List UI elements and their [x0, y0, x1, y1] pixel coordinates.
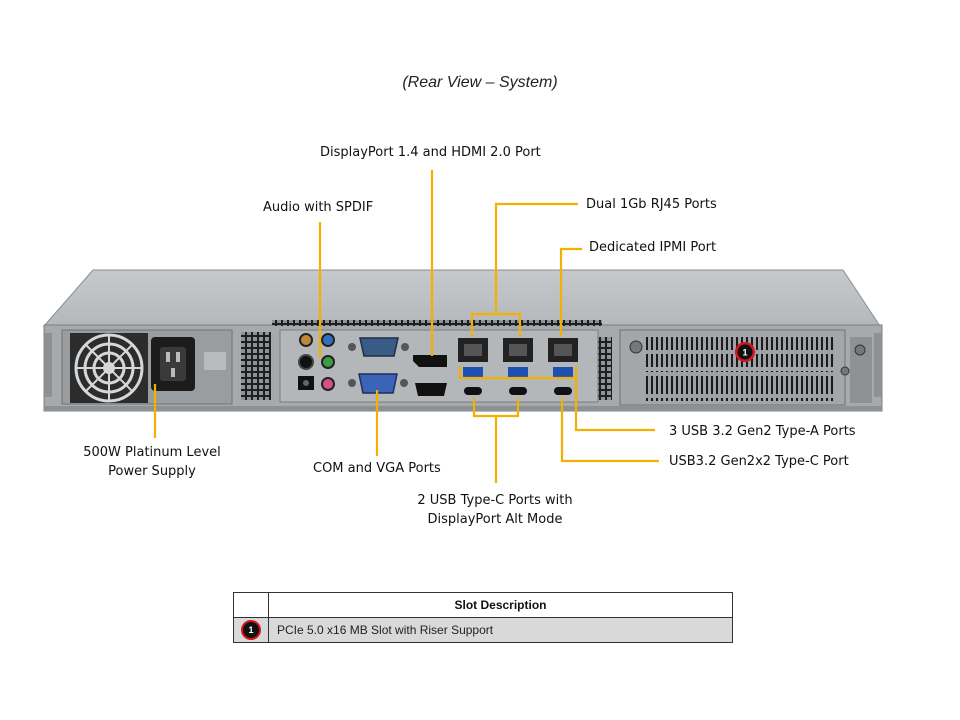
label-psu-line1: 500W Platinum Level: [83, 445, 221, 460]
label-ipmi: Dedicated IPMI Port: [589, 240, 717, 255]
label-displayport-hdmi: DisplayPort 1.4 and HDMI 2.0 Port: [320, 145, 541, 160]
usb-typea-ports: [463, 367, 573, 379]
table-cell-num: 1: [233, 617, 269, 643]
chassis-top: [42, 269, 881, 327]
displayport-port: [413, 355, 447, 367]
usb-typec-ports: [464, 387, 572, 395]
view-title: (Rear View – System): [402, 74, 558, 91]
table-row: 1 PCIe 5.0 x16 MB Slot with Riser Suppor…: [233, 617, 733, 643]
label-usb-typec-dp: 2 USB Type-C Ports with DisplayPort Alt …: [400, 491, 590, 529]
vent-grille: [241, 332, 271, 400]
slot-marker-badge: 1: [735, 342, 755, 362]
com-port: [348, 337, 409, 357]
psu-fan-grille: [70, 333, 148, 403]
label-usb-typec-2x2: USB3.2 Gen2x2 Type-C Port: [669, 454, 849, 469]
pcie-slot-grille: [646, 371, 834, 401]
label-usb-typea: 3 USB 3.2 Gen2 Type-A Ports: [669, 424, 856, 439]
label-com-vga: COM and VGA Ports: [313, 461, 441, 476]
slot-description-table: Slot Description 1 PCIe 5.0 x16 MB Slot …: [233, 592, 733, 643]
vga-port: [348, 373, 408, 394]
svg-text:1: 1: [742, 348, 747, 358]
callout-lines: [153, 170, 659, 483]
label-usb-typec-dp-line1: 2 USB Type-C Ports with: [417, 493, 573, 508]
table-cell-description: PCIe 5.0 x16 MB Slot with Riser Support: [268, 617, 733, 643]
audio-jacks: [298, 333, 335, 391]
rj45-ports: [458, 338, 578, 362]
table-header-description: Slot Description: [268, 592, 733, 618]
label-psu: 500W Platinum Level Power Supply: [72, 443, 232, 481]
hdmi-port: [415, 383, 447, 396]
slot-number-badge: 1: [241, 620, 261, 640]
label-audio: Audio with SPDIF: [263, 200, 374, 215]
label-dual-rj45: Dual 1Gb RJ45 Ports: [586, 197, 717, 212]
label-usb-typec-dp-line2: DisplayPort Alt Mode: [427, 512, 563, 527]
table-header-row: Slot Description: [233, 592, 733, 618]
power-inlet-icon: [151, 337, 195, 391]
label-psu-line2: Power Supply: [108, 464, 196, 479]
table-header-num: [233, 592, 269, 618]
vent-grille: [272, 320, 602, 326]
